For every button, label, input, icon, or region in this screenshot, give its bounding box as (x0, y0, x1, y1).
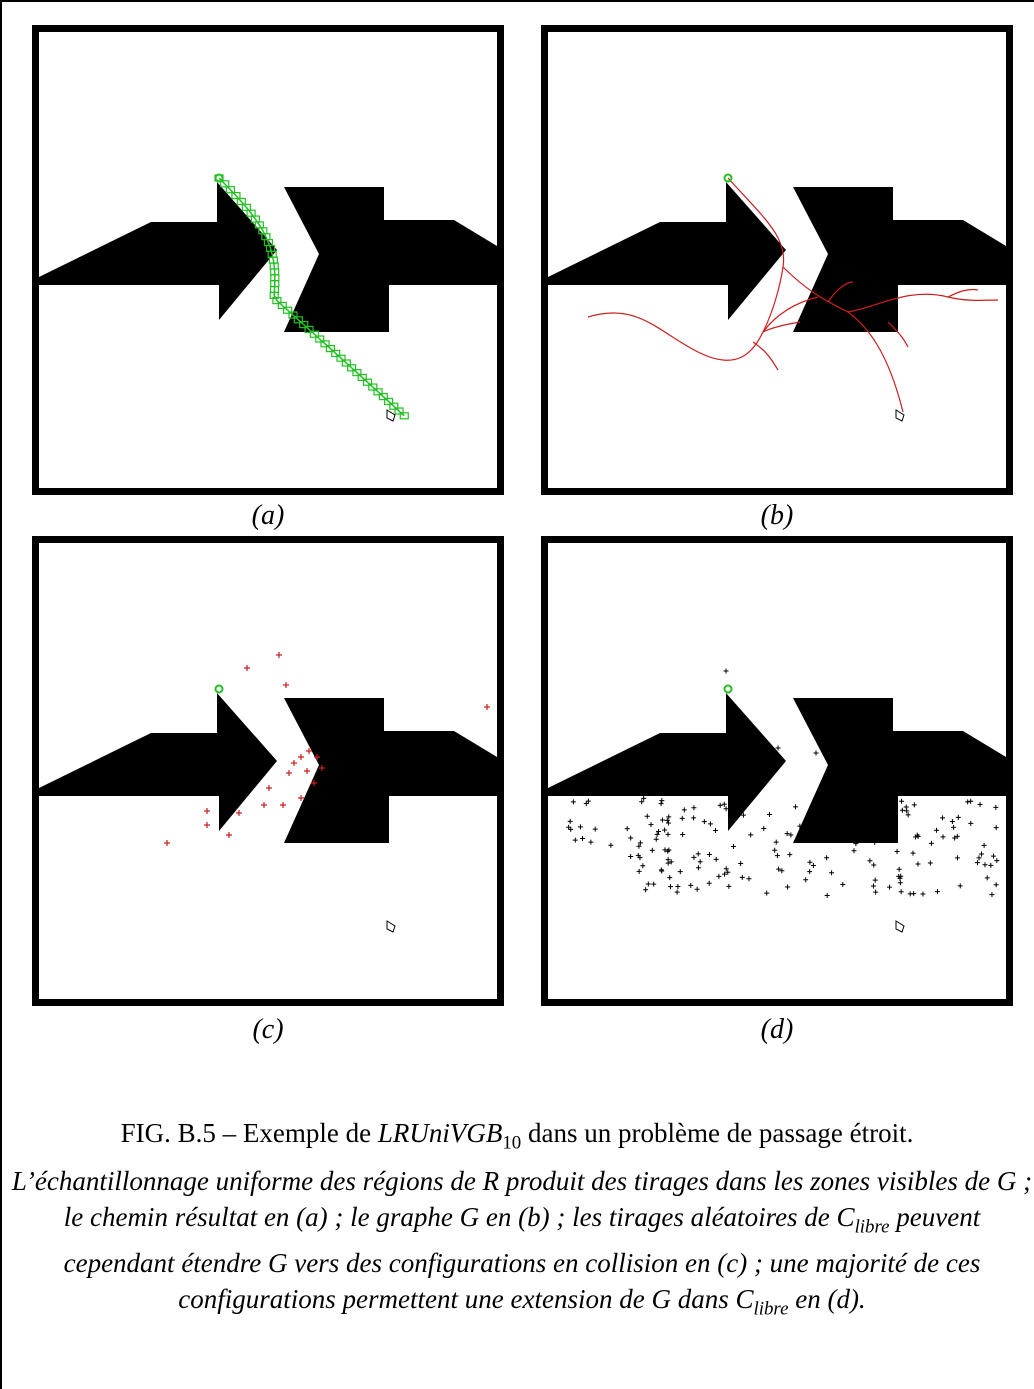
start-marker (214, 684, 224, 694)
caption-text: peuvent cependant étendre (63, 1202, 981, 1279)
math-symbol-c: C (735, 1284, 754, 1315)
left-arrow-obstacle (548, 693, 786, 831)
sample-points (566, 668, 1000, 898)
math-symbol-g: G (996, 1166, 1017, 1196)
math-symbol-r: R (482, 1166, 500, 1196)
caption-text: ; le chemin résultat en (a) ; le graphe (63, 1166, 1033, 1232)
math-symbol-g: G (459, 1202, 480, 1232)
caption-body: L’échantillonnage uniforme des régions d… (10, 1163, 1034, 1328)
math-symbol-g: G (268, 1248, 288, 1279)
panel-d-label: (d) (760, 1014, 794, 1045)
caption-text: produit des tirages dans les zones visib… (499, 1166, 997, 1196)
goal-marker (895, 920, 905, 933)
goal-marker (386, 409, 396, 422)
caption-prefix: FIG. B.5 – Exemple de (120, 1118, 378, 1148)
caption-text: vers des configurations en collision en … (178, 1248, 981, 1315)
panel-a-scene (39, 173, 497, 422)
algorithm-subscript: 10 (502, 1132, 522, 1154)
graph-edges (587, 177, 999, 413)
caption-text: en (b) ; les tirages aléatoires de (479, 1202, 837, 1232)
start-marker (723, 684, 733, 694)
panel-b-label: (b) (760, 500, 794, 531)
panel-b (541, 25, 1013, 495)
algorithm-name: LRUniVGB (377, 1118, 503, 1148)
panel-d (541, 536, 1013, 1006)
path-trajectory (214, 174, 409, 420)
panel-a-label: (a) (251, 500, 285, 531)
caption-text: L’échantillonnage uniforme des régions d… (11, 1166, 483, 1196)
panel-c-scene (39, 652, 497, 933)
start-marker (214, 173, 224, 183)
right-block-obstacle (793, 187, 1006, 332)
math-symbol-g: G (651, 1284, 671, 1315)
left-arrow-obstacle (39, 693, 277, 831)
caption-suffix: dans un problème de passage étroit. (521, 1118, 914, 1148)
panel-c (32, 536, 504, 1006)
sample-points (164, 652, 490, 846)
left-arrow-obstacle (548, 182, 786, 320)
right-block-obstacle (284, 187, 497, 332)
panel-b-scene (548, 173, 1006, 422)
figure-caption: FIG. B.5 – Exemple de LRUniVGB10 dans un… (0, 1118, 1034, 1154)
goal-marker (895, 409, 905, 422)
start-marker (723, 173, 733, 183)
math-subscript-libre: libre (854, 1216, 890, 1238)
left-arrow-obstacle (39, 182, 277, 320)
panel-a (32, 25, 504, 495)
caption-text: en (d). (788, 1284, 866, 1315)
panel-d-scene (548, 668, 1006, 933)
caption-text: dans (670, 1284, 736, 1315)
right-block-obstacle (284, 698, 497, 843)
goal-marker (386, 920, 396, 933)
math-symbol-c: C (836, 1202, 855, 1232)
math-subscript-libre: libre (753, 1298, 789, 1320)
panel-c-label: (c) (252, 1014, 284, 1045)
right-block-obstacle (793, 698, 1006, 843)
